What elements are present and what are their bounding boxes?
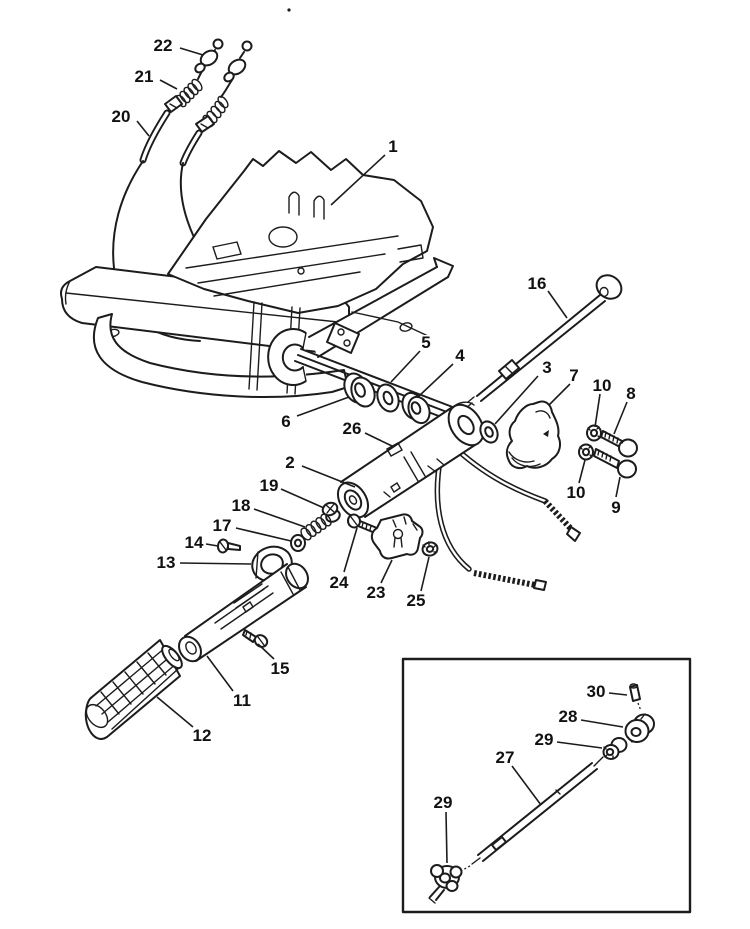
callout-label-9-16: 9 xyxy=(611,498,620,517)
callout-leader-11-25 xyxy=(206,655,234,692)
callout-leader-13-20 xyxy=(179,562,252,565)
callout-label-25-23: 25 xyxy=(407,591,426,610)
callout-leader-26-12 xyxy=(364,432,393,447)
callout-label-29-31: 29 xyxy=(434,793,453,812)
part-15-screw-drawing xyxy=(242,629,269,648)
callout-leader-6-11 xyxy=(296,396,350,417)
callout-leader-2-13 xyxy=(301,465,356,488)
callout-label-24-21: 24 xyxy=(330,573,349,592)
callout-label-23-22: 23 xyxy=(367,583,386,602)
callout-label-5-5: 5 xyxy=(421,333,430,352)
part-4-washer-drawing xyxy=(401,391,431,425)
callout-leader-19-14 xyxy=(280,488,325,509)
callout-label-13-20: 13 xyxy=(157,553,176,572)
callout-label-22-0: 22 xyxy=(154,36,173,55)
callout-leader-3-7 xyxy=(494,375,539,425)
callout-leader-9-16 xyxy=(615,476,621,498)
callout-leader-5-5 xyxy=(390,350,421,383)
callout-label-19-14: 19 xyxy=(260,476,279,495)
callout-label-2-13: 2 xyxy=(285,453,294,472)
part-10-washer-lower-drawing xyxy=(578,443,594,461)
callout-leader-27-30 xyxy=(511,765,542,806)
callout-label-7-8: 7 xyxy=(569,366,578,385)
part-30-pin-drawing xyxy=(629,683,642,712)
callout-label-12-26: 12 xyxy=(193,726,212,745)
part-17-washer-drawing xyxy=(290,534,306,552)
callout-label-6-11: 6 xyxy=(281,412,290,431)
callout-leader-16-4 xyxy=(547,290,568,319)
callout-leader-15-24 xyxy=(257,643,275,660)
callout-label-3-7: 3 xyxy=(542,358,551,377)
callout-label-26-12: 26 xyxy=(343,419,362,438)
callout-label-20-2: 20 xyxy=(112,107,131,126)
callout-leader-25-23 xyxy=(420,556,430,592)
callout-label-14-19: 14 xyxy=(185,533,204,552)
part-5-washer-drawing xyxy=(376,383,400,413)
callout-leader-20-2 xyxy=(136,120,150,137)
callout-label-27-30: 27 xyxy=(496,748,515,767)
part-11-tube-drawing xyxy=(178,562,309,663)
part-27-link-rod-drawing xyxy=(458,751,609,873)
callout-label-29-29: 29 xyxy=(535,730,554,749)
part-28-connector-drawing xyxy=(624,713,655,743)
callout-label-21-1: 21 xyxy=(135,67,154,86)
part-25-nut-drawing xyxy=(421,541,439,557)
callout-label-17-18: 17 xyxy=(213,516,232,535)
callout-label-4-6: 4 xyxy=(455,346,465,365)
part-3-washer-drawing xyxy=(479,420,499,444)
callout-label-30-27: 30 xyxy=(587,682,606,701)
callout-leader-23-22 xyxy=(380,559,393,584)
callout-leader-8-10 xyxy=(613,401,628,435)
callout-label-8-10: 8 xyxy=(626,384,635,403)
callout-label-15-24: 15 xyxy=(271,659,290,678)
callout-leader-30-27 xyxy=(608,692,628,696)
part-1-bracket-drawing xyxy=(60,150,454,399)
callout-leader-4-6 xyxy=(418,363,454,397)
callout-leader-21-1 xyxy=(159,79,178,90)
callout-label-28-28: 28 xyxy=(559,707,578,726)
callout-leader-12-26 xyxy=(156,696,194,728)
callout-leader-14-19 xyxy=(205,543,219,547)
callout-leader-18-17 xyxy=(253,508,306,528)
part-10-washer-upper-drawing xyxy=(586,424,602,442)
part-29-nut-upper-drawing xyxy=(602,737,628,760)
callout-leader-22-0 xyxy=(179,47,204,56)
callout-leader-29-29 xyxy=(556,741,603,749)
callout-leader-17-18 xyxy=(235,527,292,542)
callout-label-10-9: 10 xyxy=(593,376,612,395)
callout-leader-10-15 xyxy=(578,459,586,484)
part-2-handle-drawing xyxy=(336,401,485,519)
part-29-swivel-lower-drawing xyxy=(428,864,463,904)
artifact-dot xyxy=(287,8,291,12)
part-7-bracket-drawing xyxy=(505,400,561,470)
callout-label-18-17: 18 xyxy=(232,496,251,515)
part-18-spring-drawing xyxy=(300,513,332,541)
callout-label-16-4: 16 xyxy=(528,274,547,293)
callout-leader-28-28 xyxy=(580,719,624,728)
part-8-bolt-drawing xyxy=(600,430,638,458)
callout-label-10-15: 10 xyxy=(567,483,586,502)
callout-leader-1-3 xyxy=(330,154,386,206)
part-12-grip-drawing xyxy=(84,639,183,740)
callout-label-11-25: 11 xyxy=(233,691,251,710)
part-9-bolt-drawing xyxy=(593,448,637,479)
callout-label-1-3: 1 xyxy=(388,137,397,156)
callout-leader-24-21 xyxy=(343,527,358,573)
part-20-21-22-cables-drawing xyxy=(112,38,269,342)
callout-leader-7-8 xyxy=(548,383,571,406)
callout-leader-10-9 xyxy=(594,393,601,428)
throttle-cables-drawing xyxy=(434,442,581,591)
part-16-rod-drawing xyxy=(458,274,623,412)
part-6-washer-drawing xyxy=(343,372,376,408)
callout-leader-29-31 xyxy=(445,811,448,864)
part-14-screw-drawing xyxy=(216,538,241,554)
part-23-block-drawing xyxy=(370,513,424,560)
